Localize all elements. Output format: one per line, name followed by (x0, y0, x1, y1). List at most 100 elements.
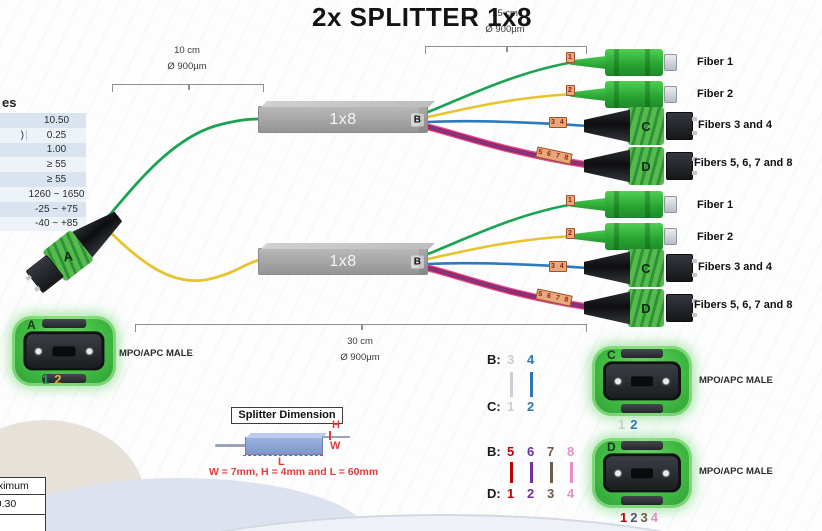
mapping-digit: 3 (507, 352, 515, 367)
face-plate (23, 331, 105, 371)
connector-letter: A (62, 247, 74, 264)
connector-head (666, 254, 697, 282)
mpo-face-a: A (12, 316, 116, 386)
dim-15cm-diameter: Ø 900µm (485, 24, 525, 35)
connector-letter: D (641, 158, 651, 174)
face-key-tab (621, 404, 663, 413)
guide-pin-hole (663, 378, 669, 384)
mapping-digit: 1 (507, 486, 515, 501)
guide-pin-hole (86, 348, 93, 354)
face-fiber-numbers: 1 2 3 4 (620, 510, 658, 525)
g1-fiber2-yellow (426, 92, 576, 119)
mapping-digit: 5 (507, 444, 515, 459)
dim-15cm-bracket (425, 46, 587, 54)
splitter-port-b: B (410, 255, 424, 268)
splitter-dim-ref-line (322, 436, 350, 438)
face-key-tab (621, 441, 663, 450)
table-row: ≥ 55 (0, 172, 86, 187)
mpo-face-d: D (592, 438, 692, 508)
fiber-tag: 3 4 (549, 117, 568, 128)
connector-letter: D (641, 300, 651, 316)
input-fiber-green (101, 117, 261, 225)
face-fiber-numbers: 1 2 (42, 372, 62, 387)
dim-15cm-length: 15 cm (492, 8, 518, 19)
mapping-label-d: D: (487, 486, 501, 501)
dim-30cm-diameter: Ø 900µm (340, 352, 380, 363)
input-fiber-yellow (104, 226, 261, 283)
sc-ferrule (664, 86, 677, 103)
dim-30cm-length: 30 cm (347, 336, 373, 347)
corner-table-value: 0.30 (0, 495, 45, 515)
fiber-label: Fibers 5, 6, 7 and 8 (694, 157, 793, 169)
fiber-label: Fibers 3 and 4 (698, 119, 772, 131)
sc-connector-fiber2-g1 (570, 81, 677, 108)
guide-pin-hole (663, 470, 669, 476)
dim-10cm-length: 10 cm (174, 45, 200, 56)
guide-pin-hole (35, 348, 42, 354)
mapping-line (530, 462, 533, 483)
mapping-digit: 7 (547, 444, 555, 459)
splitter-label: 1x8 (329, 110, 357, 128)
sc-ferrule (664, 196, 677, 213)
g2-fiber2-yellow (426, 234, 576, 261)
mapping-line (570, 462, 573, 483)
spec-value: 1260 ~ 1650 (28, 188, 85, 200)
fiber-tag: 1 (566, 52, 576, 63)
guide-pin-hole (615, 378, 621, 384)
splitter-dim-h-tick (329, 431, 331, 440)
mapping-digit: 8 (567, 444, 575, 459)
fiber-slot (52, 346, 76, 356)
splitter-dim-formula: W = 7mm, H = 4mm and L = 60mm (208, 466, 379, 478)
splitter-port-b: B (410, 113, 424, 126)
mapping-digit: 6 (527, 444, 535, 459)
g1-fiber1-green (426, 60, 576, 114)
connector-letter: C (641, 118, 651, 134)
sc-ferrule (664, 54, 677, 71)
mapping-line (510, 372, 513, 397)
spec-value: 1.00 (46, 144, 67, 156)
dim-30cm-bracket (135, 324, 587, 332)
splitter-dim-l-dashes (243, 448, 323, 456)
mapping-digit: 2 (527, 486, 535, 501)
mapping-digit: 4 (567, 486, 575, 501)
table-row: -25 ~ +75 (0, 201, 86, 217)
spec-table-title-fragment: es (2, 95, 17, 110)
face-letter: C (607, 348, 616, 362)
spec-value: 0.25 (46, 129, 67, 141)
face-key-tab (621, 349, 663, 358)
connector-head (666, 112, 697, 140)
face-plate (603, 453, 681, 493)
mapping-digit: 1 (507, 399, 515, 414)
fiber-label: Fiber 1 (697, 56, 734, 68)
fiber-slot (631, 468, 653, 478)
sc-connector-fiber1-g2 (570, 191, 677, 218)
face-key-tab (42, 319, 86, 328)
sc-connector-fiber1-g1 (570, 49, 677, 76)
fiber-tag: 3 4 (549, 261, 568, 272)
mpo-connector-d-g2: D (584, 289, 697, 327)
spec-value: ≥ 55 (46, 174, 67, 186)
mapping-digit: 4 (527, 352, 535, 367)
splitter-dimension-title: Splitter Dimension (231, 407, 343, 424)
g2-fiber34-blue (426, 261, 590, 270)
face-type-label: MPO/APC MALE (699, 466, 773, 477)
splitter-dim-w-label: W (330, 440, 341, 452)
corner-table: Maximum 0.30 (0, 477, 46, 531)
face-type-label: MPO/APC MALE (119, 348, 193, 359)
fiber-label: Fiber 2 (697, 231, 734, 243)
spec-value: -40 ~ +85 (35, 218, 78, 230)
spec-value: -25 ~ +75 (35, 203, 78, 215)
connector-boot (584, 291, 630, 325)
fiber-tag: 2 (566, 85, 576, 96)
connector-letter: C (641, 260, 651, 276)
fiber-tag: 1 (566, 195, 576, 206)
fiber-label: Fiber 1 (697, 199, 734, 211)
splitter-label: 1x8 (329, 252, 357, 270)
connector-boot (584, 251, 630, 285)
face-letter: A (27, 318, 36, 332)
mapping-label-c: C: (487, 399, 501, 414)
table-row: 1260 ~ 1650 (0, 186, 86, 202)
mapping-label-b2: B: (487, 444, 501, 459)
splitter-box-2: 1x8 B (258, 248, 428, 275)
